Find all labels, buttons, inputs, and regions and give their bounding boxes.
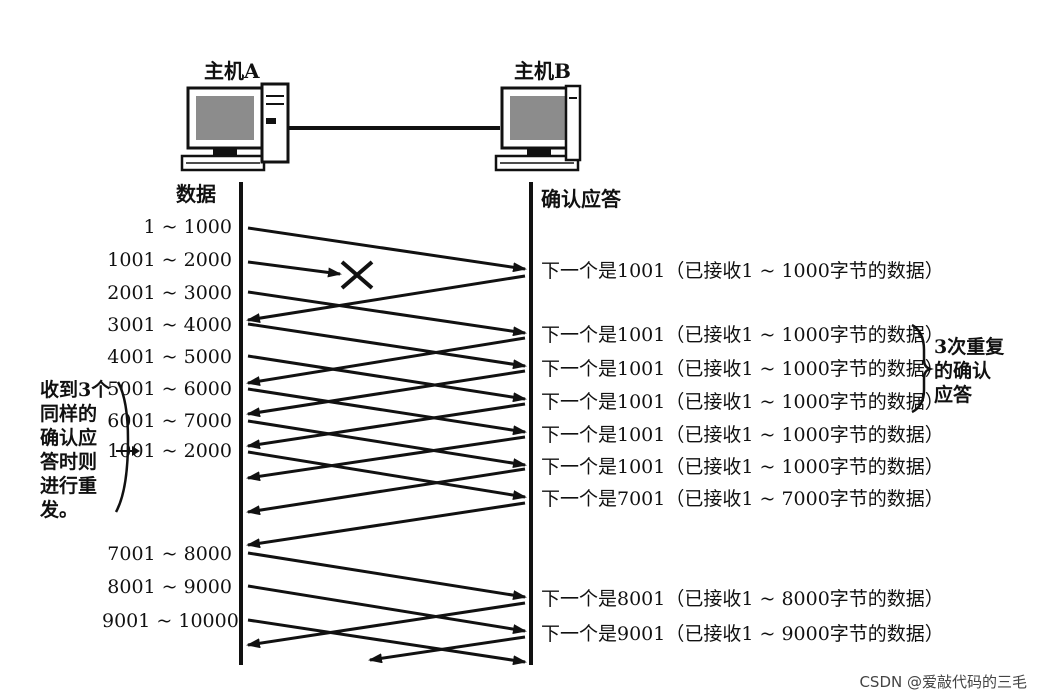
host-a-computer-icon xyxy=(180,82,290,172)
data-arrow-lost xyxy=(247,260,342,278)
host-a-label: 主机A xyxy=(204,59,260,83)
retransmit-note-line: 进行重 xyxy=(40,475,98,497)
segment-label: 6001 ~ 7000 xyxy=(107,410,232,432)
dup-ack-brace xyxy=(911,323,934,414)
segment-label-retransmit: 1001 ~ 2000 xyxy=(107,440,232,462)
data-arrow xyxy=(247,354,527,403)
ack-label: 下一个是8001（已接收1 ~ 8000字节的数据） xyxy=(541,588,944,610)
dup-ack-note-line: 3次重复 xyxy=(934,336,1005,358)
retransmit-note-line: 确认应 xyxy=(40,427,98,449)
segment-label: 7001 ~ 8000 xyxy=(107,543,232,565)
retransmit-note-line: 同样的 xyxy=(40,403,98,425)
segment-label: 5001 ~ 6000 xyxy=(107,378,232,400)
ack-arrow xyxy=(246,501,526,549)
ack-label: 下一个是1001（已接收1 ~ 1000字节的数据） xyxy=(541,260,944,282)
segment-label: 9001 ~ 10000 xyxy=(102,610,239,632)
ack-label: 下一个是1001（已接收1 ~ 1000字节的数据） xyxy=(541,324,944,346)
host-b-computer-icon xyxy=(494,84,582,172)
data-arrow xyxy=(247,584,527,635)
retransmit-note-line: 发。 xyxy=(40,499,79,521)
ack-label: 下一个是1001（已接收1 ~ 1000字节的数据） xyxy=(541,424,944,446)
segment-label: 1 ~ 1000 xyxy=(143,216,232,238)
ack-arrow xyxy=(246,369,526,418)
segment-label: 8001 ~ 9000 xyxy=(107,576,232,598)
ack-label: 下一个是1001（已接收1 ~ 1000字节的数据） xyxy=(541,358,944,380)
retransmit-note: 收到3个 同样的 确认应 答时则 进行重 发。 xyxy=(40,378,110,522)
retransmit-bracket xyxy=(114,381,130,513)
ack-arrow xyxy=(246,336,526,387)
ack-arrow xyxy=(246,435,526,482)
dup-ack-note-line: 的确认 xyxy=(934,360,992,382)
data-column-header: 数据 xyxy=(176,182,216,206)
ack-label: 下一个是9001（已接收1 ~ 9000字节的数据） xyxy=(541,623,944,645)
data-arrow xyxy=(247,290,527,337)
segment-label: 1001 ~ 2000 xyxy=(107,249,232,271)
data-arrow xyxy=(247,387,527,436)
ack-label: 下一个是7001（已接收1 ~ 7000字节的数据） xyxy=(541,488,944,510)
ack-arrow xyxy=(368,635,526,664)
retransmit-note-line: 收到3个 xyxy=(40,379,111,401)
data-arrow-retransmit xyxy=(247,450,527,501)
data-arrow xyxy=(247,551,527,601)
host-b-label: 主机B xyxy=(514,59,571,83)
data-arrow xyxy=(247,618,527,666)
segment-label: 4001 ~ 5000 xyxy=(107,346,232,368)
ack-label: 下一个是1001（已接收1 ~ 1000字节的数据） xyxy=(541,391,944,413)
segment-label: 2001 ~ 3000 xyxy=(107,282,232,304)
ack-column-header: 确认应答 xyxy=(541,187,621,211)
segment-label: 3001 ~ 4000 xyxy=(107,314,232,336)
ack-arrow xyxy=(246,467,526,516)
packet-lost-x-icon xyxy=(340,260,374,290)
data-arrow xyxy=(247,322,527,370)
retransmit-note-line: 答时则 xyxy=(40,451,98,473)
ack-label: 下一个是1001（已接收1 ~ 1000字节的数据） xyxy=(541,456,944,478)
data-arrow xyxy=(247,226,527,273)
ack-arrow xyxy=(246,274,526,324)
watermark: CSDN @爱敲代码的三毛 xyxy=(859,673,1027,691)
dup-ack-note: 3次重复 的确认 应答 xyxy=(934,335,1004,407)
ack-arrow xyxy=(246,402,526,450)
data-arrow xyxy=(247,419,527,469)
ack-arrow xyxy=(246,601,526,649)
dup-ack-note-line: 应答 xyxy=(934,384,973,406)
